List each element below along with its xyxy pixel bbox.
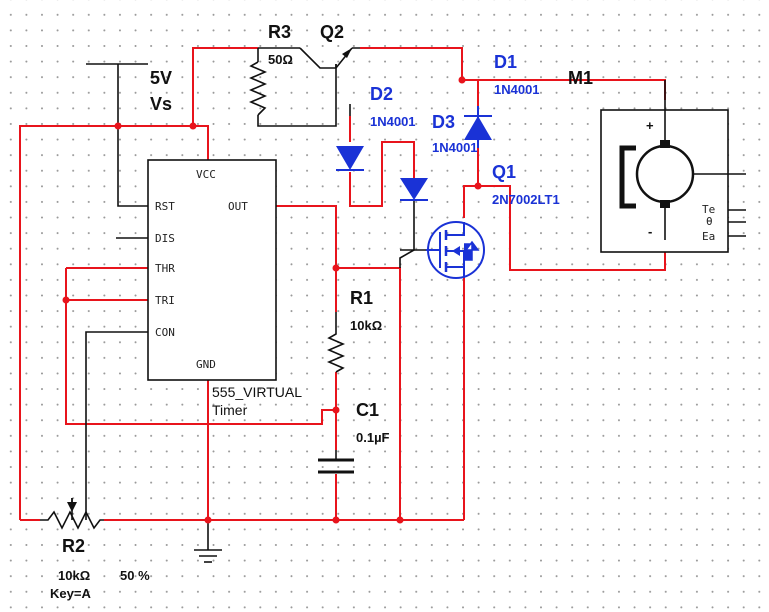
potentiometer-r2[interactable]: R2 10kΩ 50 % Key=A (40, 498, 150, 601)
resistor-r3[interactable]: R3 50Ω (248, 22, 293, 116)
diode-gate[interactable] (400, 178, 428, 201)
q1-arrow-icon (452, 246, 460, 256)
junction-dot (458, 76, 466, 84)
supply-source[interactable]: 5V Vs (150, 68, 172, 114)
r1-zigzag[interactable] (326, 312, 346, 373)
d3-part: 1N4001 (432, 140, 478, 155)
q1-ref: Q1 (492, 162, 516, 182)
junction-dot (396, 516, 404, 524)
supply-value: 5V (150, 68, 172, 88)
mosfet-q1[interactable]: Q1 2N7002LT1 (426, 162, 560, 279)
r2-key: Key=A (50, 586, 91, 601)
diode-d2[interactable]: D2 1N4001 (336, 84, 416, 171)
m1-minus: - (648, 224, 652, 239)
d2-part: 1N4001 (370, 114, 416, 129)
junction-dot (332, 406, 340, 414)
junction-dot (332, 264, 340, 272)
pin-con: CON (155, 326, 175, 339)
r2-value: 10kΩ (58, 568, 90, 583)
m1-out-te: Te (702, 203, 715, 216)
junction-dot (189, 122, 197, 130)
black-wires (71, 48, 746, 550)
timer-label: 555_VIRTUAL (212, 384, 302, 400)
r2-wiper-arrow-icon (67, 502, 77, 512)
r1-value: 10kΩ (350, 318, 382, 333)
pin-vcc: VCC (196, 168, 216, 181)
c1-value: 0.1µF (356, 430, 390, 445)
supply-name: Vs (150, 94, 172, 114)
d2-symbol-icon (336, 146, 364, 170)
pin-thr: THR (155, 262, 175, 275)
ground-symbol (194, 549, 222, 563)
m1-plus: + (646, 118, 654, 133)
pin-rst: RST (155, 200, 175, 213)
d1-ref: D1 (494, 52, 517, 72)
resistor-r1[interactable]: R1 10kΩ (326, 288, 382, 373)
timer-body[interactable] (147, 159, 277, 381)
r2-ref: R2 (62, 536, 85, 556)
diode-d3[interactable]: D3 1N4001 (432, 106, 492, 155)
c1-ref: C1 (356, 400, 379, 420)
junction-dot (332, 516, 340, 524)
motor-m1[interactable]: M1 + - Te θ Ea (568, 68, 746, 253)
pin-tri: TRI (155, 294, 175, 307)
timer-sublabel: Timer (212, 402, 248, 418)
d3-ref: D3 (432, 112, 455, 132)
m1-out-theta: θ (706, 215, 713, 228)
r3-zigzag[interactable] (248, 61, 268, 116)
pin-gnd: GND (196, 358, 216, 371)
gate-diode-symbol-icon (400, 178, 428, 200)
q2-ref: Q2 (320, 22, 344, 42)
junction-dots (62, 76, 482, 524)
junction-dot (114, 122, 122, 130)
red-wires (19, 47, 666, 521)
r2-percent: 50 % (120, 568, 150, 583)
q2-arrow-icon (342, 48, 352, 58)
q2-body[interactable] (299, 47, 353, 69)
capacitor-c1[interactable]: C1 0.1µF (318, 400, 390, 474)
diode-d1[interactable]: D1 1N4001 (494, 52, 540, 97)
r1-ref: R1 (350, 288, 373, 308)
r2-zigzag[interactable] (40, 510, 104, 530)
transistor-q2[interactable]: Q2 (258, 22, 360, 69)
d2-ref: D2 (370, 84, 393, 104)
pin-out: OUT (228, 200, 248, 213)
pin-dis: DIS (155, 232, 175, 245)
m1-out-ea: Ea (702, 230, 715, 243)
junction-dot (474, 182, 482, 190)
q1-part: 2N7002LT1 (492, 192, 560, 207)
r3-value: 50Ω (268, 52, 293, 67)
r3-ref: R3 (268, 22, 291, 42)
d1-part: 1N4001 (494, 82, 540, 97)
m1-ref: M1 (568, 68, 593, 88)
timer-555[interactable]: VCC RST OUT DIS THR TRI CON GND 555_VIRT… (147, 159, 302, 418)
junction-dot (204, 516, 212, 524)
junction-dot (62, 296, 70, 304)
